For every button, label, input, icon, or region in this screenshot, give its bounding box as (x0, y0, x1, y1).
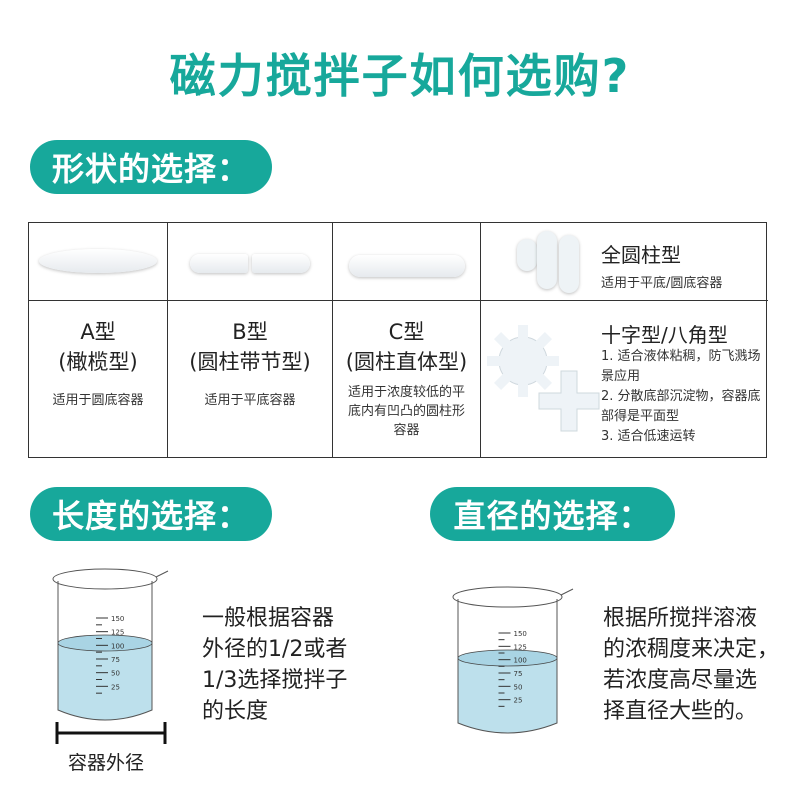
length-text: 一般根据容器 外径的1/2或者 1/3选择搅拌子 的长度 (202, 603, 347, 727)
type-a-name: A型 (80, 320, 116, 344)
scale-label: 50 (111, 670, 120, 678)
type-b-sub: (圆柱带节型) (189, 350, 311, 374)
cell-cylinder: 全圆柱型 适用于平底/圆底容器 (481, 223, 768, 301)
diameter-bracket (55, 722, 167, 744)
beaker-image-diameter: 150 125 100 75 50 25 (452, 586, 574, 734)
type-c-desc: 适用于浓度较低的平底内有凹凸的圆柱形容器 (347, 385, 465, 438)
length-line: 一般根据容器 (202, 606, 335, 631)
outer-diameter-label: 容器外径 (68, 752, 145, 774)
shape-table: 全圆柱型 适用于平底/圆底容器 A型 (橄榄型) 适用于圆底容器 B型 (圆柱带… (28, 222, 768, 458)
img-b-ridged (168, 223, 333, 301)
scale-label: 150 (111, 615, 124, 623)
scale-label: 100 (514, 657, 527, 665)
diameter-line: 根据所搅拌溶液 (603, 606, 758, 631)
section-diameter: 直径的选择： (430, 487, 675, 541)
type-a-desc: 适用于圆底容器 (52, 393, 144, 408)
scale-label: 75 (514, 670, 523, 678)
scale-label: 25 (514, 697, 523, 705)
cell-type-b: B型 (圆柱带节型) 适用于平底容器 (168, 301, 333, 457)
scale-label: 150 (514, 630, 527, 638)
cylinder-name: 全圆柱型 (601, 243, 681, 267)
type-b-name: B型 (232, 320, 268, 344)
cell-type-c: C型 (圆柱直体型) 适用于浓度较低的平底内有凹凸的圆柱形容器 (333, 301, 481, 457)
scale-label: 25 (111, 683, 120, 691)
length-line: 1/3选择搅拌子 (202, 668, 348, 693)
cross-line-3: 3. 适合低速运转 (601, 429, 696, 444)
type-a-sub: (橄榄型) (58, 350, 138, 374)
cross-desc: 1. 适合液体粘稠，防飞溅场景应用 2. 分散底部沉淀物，容器底部得是平面型 3… (601, 347, 766, 447)
beaker-image-length: 150 125 100 75 50 25 (52, 568, 169, 721)
diameter-line: 的浓稠度来决定， (603, 637, 780, 662)
diameter-text: 根据所搅拌溶液 的浓稠度来决定， 若浓度高尽量选 择直径大些的。 (603, 603, 779, 727)
type-b-desc: 适用于平底容器 (204, 393, 296, 408)
cross-line-1: 1. 适合液体粘稠，防飞溅场景应用 (601, 349, 761, 384)
section-shape: 形状的选择： (30, 140, 272, 194)
diameter-line: 择直径大些的。 (603, 699, 758, 724)
length-line: 的长度 (202, 699, 269, 724)
diameter-line: 若浓度高尽量选 (603, 668, 758, 693)
type-c-sub: (圆柱直体型) (345, 350, 468, 374)
cross-name: 十字型/八角型 (601, 323, 728, 347)
cross-line-2: 2. 分散底部沉淀物，容器底部得是平面型 (601, 389, 761, 424)
scale-label: 75 (111, 656, 120, 664)
cross-octagon-image (487, 325, 600, 432)
scale-label: 125 (514, 643, 527, 651)
cell-type-a: A型 (橄榄型) 适用于圆底容器 (29, 301, 168, 457)
length-line: 外径的1/2或者 (202, 637, 348, 662)
img-c-straight (333, 223, 481, 301)
page-title: 磁力搅拌子如何选购? (169, 49, 631, 103)
section-length: 长度的选择： (30, 487, 272, 541)
scale-label: 125 (111, 629, 124, 637)
img-a-olive (29, 223, 168, 301)
cylinder-desc: 适用于平底/圆底容器 (601, 276, 723, 291)
cell-cross: 十字型/八角型 1. 适合液体粘稠，防飞溅场景应用 2. 分散底部沉淀物，容器底… (481, 301, 768, 457)
type-c-name: C型 (388, 320, 425, 344)
scale-label: 100 (111, 642, 124, 650)
scale-label: 50 (514, 683, 523, 691)
